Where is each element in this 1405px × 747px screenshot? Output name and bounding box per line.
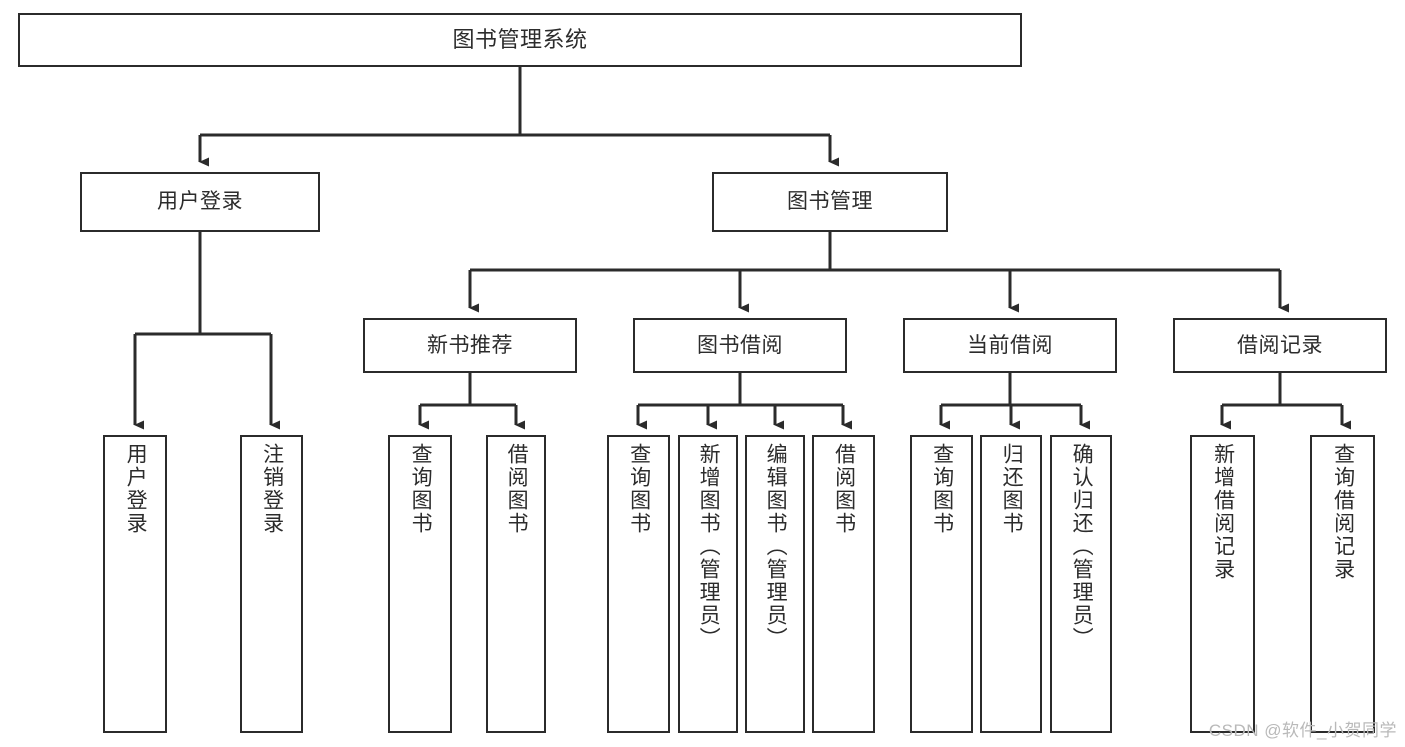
node-label: 查询图书 (930, 443, 954, 535)
leaf-user-logout[interactable]: 注销登录 (240, 435, 303, 733)
leaf-borrow-book-1[interactable]: 借阅图书 (486, 435, 546, 733)
node-label: 查询图书 (627, 443, 651, 535)
node-label: 确认归还（管理员） (1070, 443, 1094, 650)
node-label: 注销登录 (260, 443, 284, 535)
node-label: 新书推荐 (427, 333, 513, 357)
node-label: 用户登录 (157, 190, 243, 214)
leaf-query-book-3[interactable]: 查询图书 (910, 435, 973, 733)
leaf-add-book[interactable]: 新增图书（管理员） (678, 435, 738, 733)
leaf-add-record[interactable]: 新增借阅记录 (1190, 435, 1255, 733)
node-label: 用户登录 (124, 443, 148, 535)
leaf-edit-book[interactable]: 编辑图书（管理员） (745, 435, 805, 733)
node-book-manage[interactable]: 图书管理 (712, 172, 948, 232)
node-label: 借阅图书 (505, 443, 529, 535)
leaf-confirm-return[interactable]: 确认归还（管理员） (1050, 435, 1112, 733)
node-label: 新增借阅记录 (1211, 443, 1235, 581)
node-new-book-recommend[interactable]: 新书推荐 (363, 318, 577, 373)
node-label: 查询借阅记录 (1331, 443, 1355, 581)
node-label: 当前借阅 (967, 333, 1053, 357)
node-label: 图书借阅 (697, 333, 783, 357)
node-root-system[interactable]: 图书管理系统 (18, 13, 1022, 67)
node-label: 编辑图书（管理员） (764, 443, 788, 650)
watermark-text: CSDN @软件_小贺同学 (1208, 721, 1397, 740)
node-label: 归还图书 (1000, 443, 1024, 535)
node-book-borrow[interactable]: 图书借阅 (633, 318, 847, 373)
leaf-query-book-1[interactable]: 查询图书 (388, 435, 452, 733)
node-label: 借阅记录 (1237, 333, 1323, 357)
leaf-borrow-book-2[interactable]: 借阅图书 (812, 435, 875, 733)
node-user-login[interactable]: 用户登录 (80, 172, 320, 232)
leaf-query-record[interactable]: 查询借阅记录 (1310, 435, 1375, 733)
node-label: 图书管理 (787, 190, 873, 214)
node-label: 查询图书 (409, 443, 433, 535)
node-label: 图书管理系统 (452, 26, 588, 52)
leaf-return-book[interactable]: 归还图书 (980, 435, 1042, 733)
node-label: 借阅图书 (832, 443, 856, 535)
leaf-query-book-2[interactable]: 查询图书 (607, 435, 670, 733)
leaf-user-login[interactable]: 用户登录 (103, 435, 167, 733)
node-label: 新增图书（管理员） (697, 443, 721, 650)
node-borrow-record[interactable]: 借阅记录 (1173, 318, 1387, 373)
node-current-borrow[interactable]: 当前借阅 (903, 318, 1117, 373)
